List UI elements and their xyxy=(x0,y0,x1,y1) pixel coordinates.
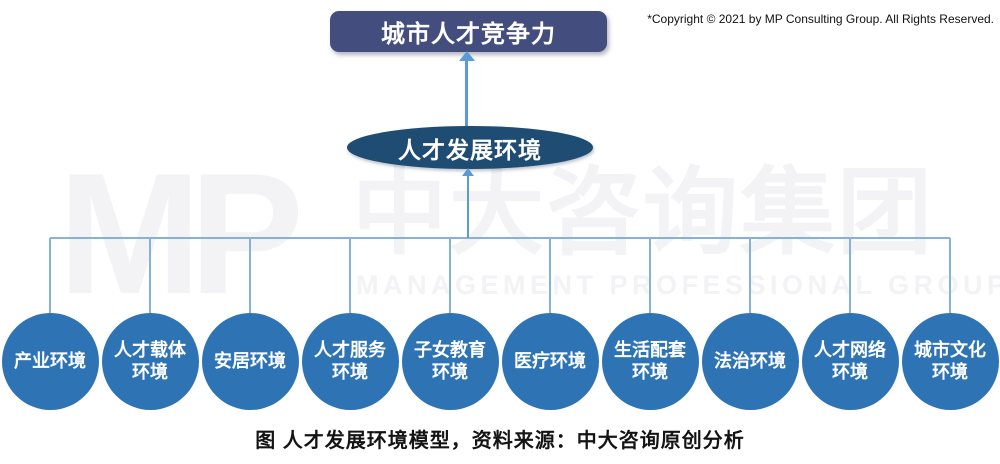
figure-caption: 图 人才发展环境模型，资料来源：中大咨询原创分析 xyxy=(255,430,745,452)
node-talent-carrier-environment: 人才载体 环境 xyxy=(101,313,199,410)
connector-drop-line xyxy=(849,238,851,313)
connector-drop-line xyxy=(949,238,951,313)
connector-horizontal-line xyxy=(50,237,950,239)
node-children-education-environment: 子女教育 环境 xyxy=(401,313,499,410)
node-rule-of-law-environment: 法治环境 xyxy=(701,313,799,410)
watermark-company-name-en: MANAGEMENT PROFESSIONAL GROUP xyxy=(356,270,1000,300)
connector-drop-line xyxy=(749,238,751,313)
copyright-notice: *Copyright © 2021 by MP Consulting Group… xyxy=(647,12,994,26)
arrow-up-to-root-line xyxy=(465,59,468,126)
node-city-culture-environment: 城市文化 环境 xyxy=(901,313,999,410)
root-node-city-talent-competitiveness: 城市人才竞争力 xyxy=(330,11,607,52)
node-talent-service-environment: 人才服务 环境 xyxy=(301,313,399,410)
node-living-amenities-environment: 生活配套 环境 xyxy=(601,313,699,410)
arrow-up-to-root-head xyxy=(459,51,475,61)
connector-drop-line xyxy=(549,238,551,313)
connector-drop-line xyxy=(449,238,451,313)
hub-node-talent-development-environment: 人才发展环境 xyxy=(347,126,593,169)
connector-drop-line xyxy=(149,238,151,313)
watermark-company-name-cn: 中大咨询集团 xyxy=(352,160,935,266)
arrow-up-to-hub-head xyxy=(462,168,474,176)
node-talent-network-environment: 人才网络 环境 xyxy=(801,313,899,410)
node-housing-environment: 安居环境 xyxy=(201,313,299,410)
connector-drop-line xyxy=(49,238,51,313)
connector-drop-line xyxy=(249,238,251,313)
connector-drop-line xyxy=(649,238,651,313)
watermark-mp-logo: MP xyxy=(58,138,304,330)
node-medical-environment: 医疗环境 xyxy=(501,313,599,410)
arrow-up-to-hub-line xyxy=(467,176,469,238)
node-industry-environment: 产业环境 xyxy=(1,313,99,410)
connector-drop-line xyxy=(349,238,351,313)
